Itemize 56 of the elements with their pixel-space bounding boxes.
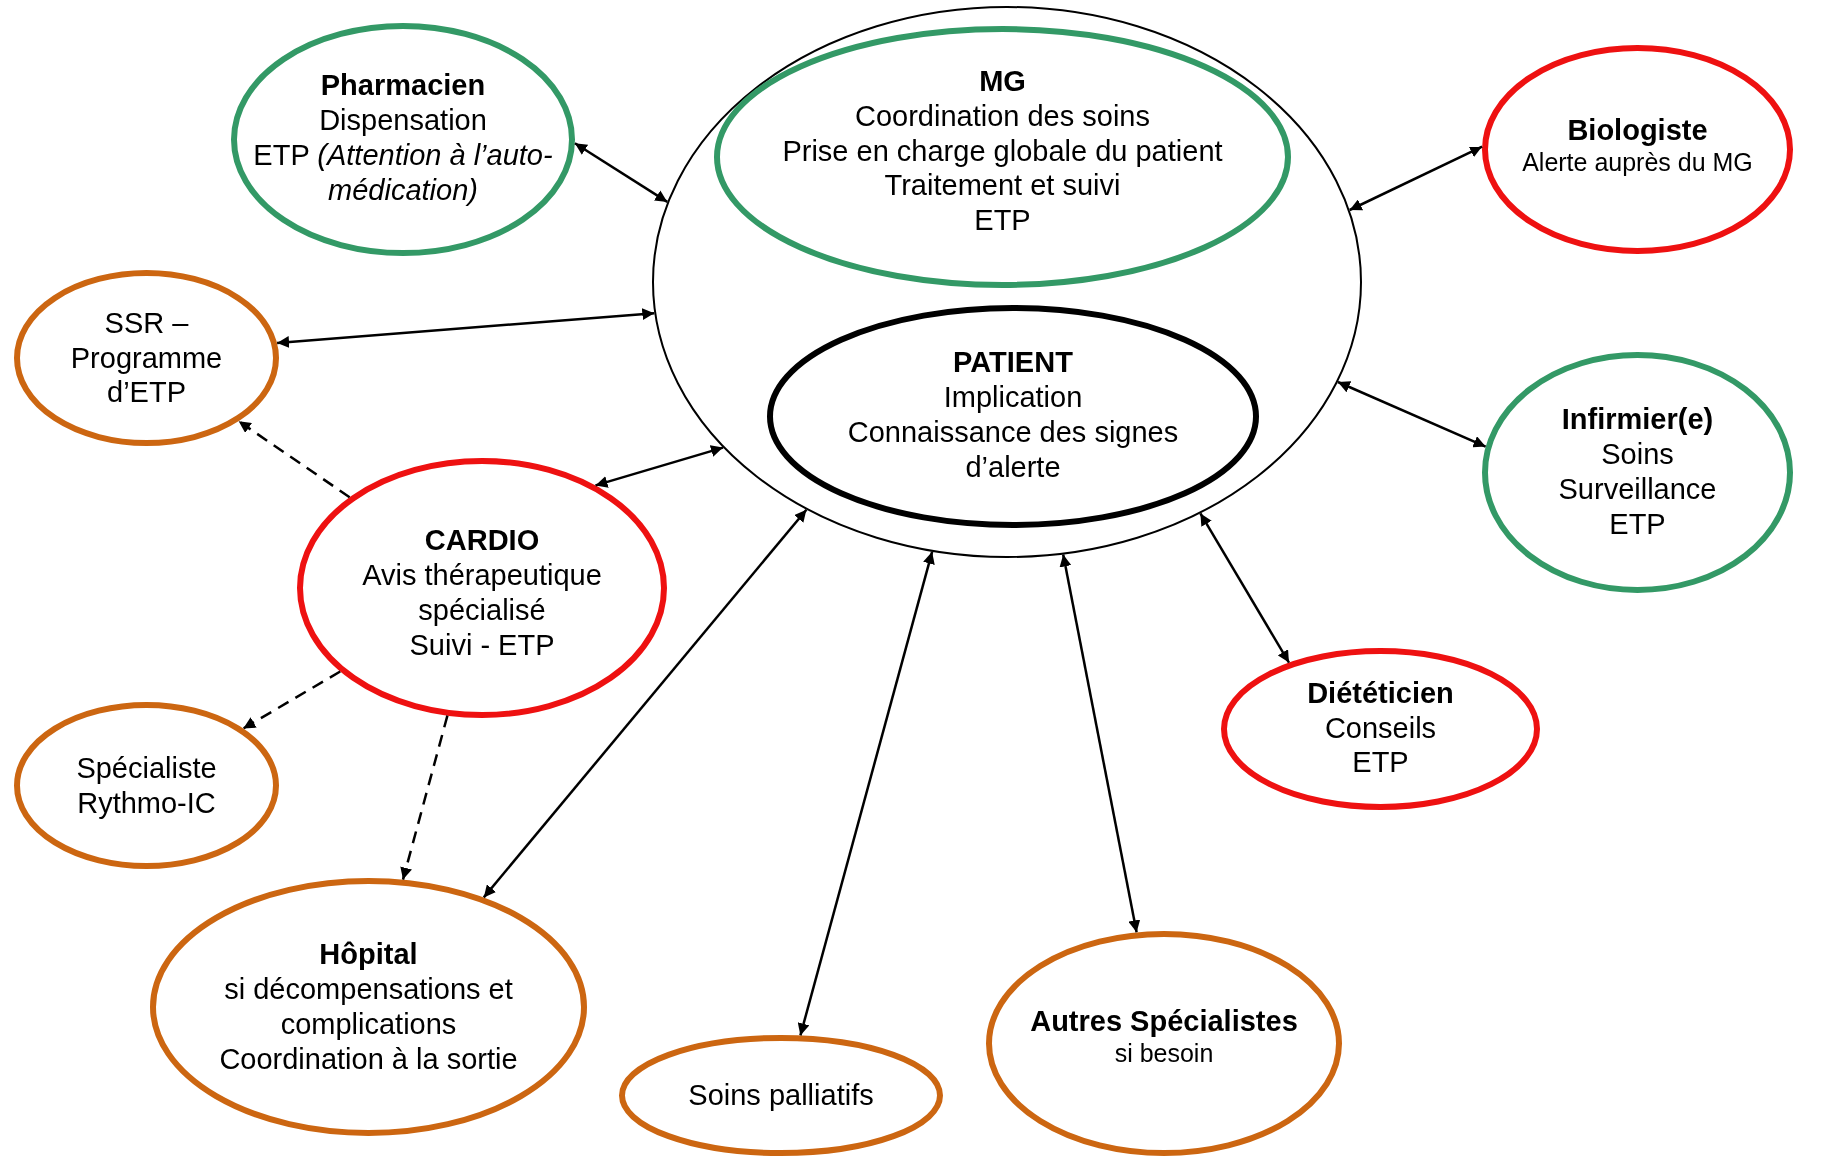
node-text: Coordination à la sortie <box>219 1041 518 1077</box>
node-title: Biologiste <box>1567 112 1708 148</box>
node-title: Autres Spécialistes <box>1030 1003 1298 1039</box>
node-text: ETP (Attention à l’auto-médication) <box>252 138 554 208</box>
double-arrow <box>1059 554 1141 933</box>
node-text: ETP <box>1352 745 1409 781</box>
node-text: Connaissance des signes d’alerte <box>846 415 1180 485</box>
node-text: Soins <box>1601 437 1674 472</box>
node-text: si décompensations et complications <box>223 972 514 1042</box>
node-text: Spécialiste Rythmo-IC <box>75 750 218 821</box>
double-arrow <box>1337 380 1487 448</box>
oval-node <box>297 458 667 718</box>
node-text: Implication <box>943 380 1083 415</box>
node-title: PATIENT <box>953 345 1073 381</box>
node-text: Avis thérapeutique spécialisé <box>361 558 603 628</box>
arrow <box>242 670 341 730</box>
node-title: Hôpital <box>319 937 418 973</box>
oval-node <box>986 931 1342 1156</box>
node-text: si besoin <box>1114 1038 1214 1069</box>
node-text: Dispensation <box>319 103 487 138</box>
oval-node <box>150 878 587 1136</box>
node-text: Alerte auprès du MG <box>1522 147 1753 178</box>
oval-node <box>619 1035 943 1156</box>
node-text: SSR – Programme d’ETP <box>69 305 224 411</box>
oval-node <box>767 305 1259 528</box>
node-text: Surveillance <box>1558 472 1717 507</box>
double-arrow <box>1349 145 1483 212</box>
node-text: Coordination des soins <box>855 98 1150 134</box>
node-text: Soins palliatifs <box>688 1078 874 1113</box>
oval-node <box>1482 45 1793 254</box>
node-title: Infirmier(e) <box>1561 402 1714 438</box>
node-title: Diététicien <box>1307 675 1454 711</box>
arrow <box>400 715 449 880</box>
double-arrow <box>277 308 655 349</box>
double-arrow <box>574 142 668 203</box>
double-arrow <box>482 508 808 899</box>
oval-node <box>14 702 279 869</box>
node-title: MG <box>979 64 1026 99</box>
node-text: ETP <box>1609 506 1666 542</box>
double-arrow <box>1199 512 1291 664</box>
oval-node <box>652 6 1362 558</box>
node-text: Suivi - ETP <box>409 627 555 663</box>
oval-node <box>14 270 279 446</box>
node-text: Conseils <box>1324 710 1437 746</box>
arrow <box>238 420 351 499</box>
oval-node <box>231 23 575 256</box>
oval-node <box>1482 352 1793 593</box>
node-text: Traitement et suivi <box>884 168 1121 204</box>
double-arrow <box>595 445 724 488</box>
node-text: ETP <box>974 203 1031 238</box>
node-text: Prise en charge globale du patient <box>782 133 1223 169</box>
node-title: Pharmacien <box>320 68 486 104</box>
oval-node <box>714 26 1291 288</box>
node-title: CARDIO <box>424 523 540 559</box>
oval-node <box>1221 648 1540 810</box>
double-arrow <box>797 551 935 1036</box>
